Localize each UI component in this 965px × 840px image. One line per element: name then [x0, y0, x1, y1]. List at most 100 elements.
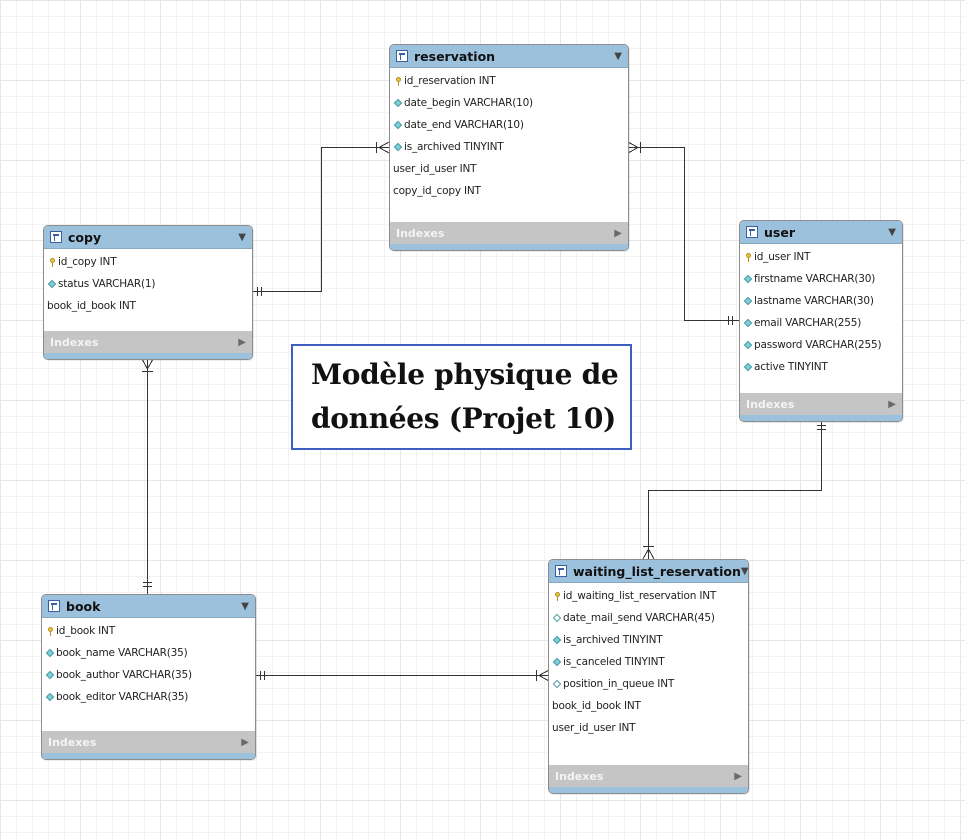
column-row[interactable]: lastname VARCHAR(30) — [740, 290, 902, 312]
column-row[interactable]: book_author VARCHAR(35) — [42, 664, 255, 686]
table-name: reservation — [414, 48, 496, 64]
column-row[interactable]: date_mail_send VARCHAR(45) — [549, 607, 748, 629]
column-row[interactable]: email VARCHAR(255) — [740, 312, 902, 334]
table-name: copy — [68, 229, 102, 245]
column-row[interactable]: active TINYINT — [740, 356, 902, 378]
expand-arrow-icon[interactable]: ▶ — [888, 399, 896, 410]
column-row[interactable]: status VARCHAR(1) — [44, 273, 252, 295]
table-footer — [44, 353, 252, 359]
column-row[interactable]: is_archived TINYINT — [390, 136, 628, 158]
column-label: email VARCHAR(255) — [754, 317, 862, 329]
table-header[interactable]: waiting_list_reservation ▼ — [549, 560, 748, 583]
column-row[interactable]: firstname VARCHAR(30) — [740, 268, 902, 290]
indexes-section[interactable]: Indexes ▶ — [549, 765, 748, 788]
table-reservation[interactable]: reservation ▼ id_reservation INT date_be… — [389, 44, 629, 251]
column-row[interactable]: id_waiting_list_reservation INT — [549, 585, 748, 607]
column-label: user_id_user INT — [393, 163, 477, 175]
collapse-caret-icon[interactable]: ▼ — [614, 50, 622, 62]
expand-arrow-icon[interactable]: ▶ — [238, 337, 246, 348]
column-row[interactable]: copy_id_copy INT — [390, 180, 628, 202]
column-icon — [45, 692, 55, 702]
column-icon — [552, 635, 562, 645]
indexes-section[interactable]: Indexes ▶ — [42, 731, 255, 754]
column-row[interactable]: position_in_queue INT — [549, 673, 748, 695]
nullable-column-icon — [552, 613, 562, 623]
column-label: password VARCHAR(255) — [754, 339, 882, 351]
table-footer — [549, 787, 748, 793]
column-row[interactable]: id_user INT — [740, 246, 902, 268]
table-icon — [555, 565, 567, 577]
column-icon — [45, 648, 55, 658]
column-row[interactable]: is_archived TINYINT — [549, 629, 748, 651]
primary-key-icon — [45, 626, 55, 636]
column-icon — [552, 657, 562, 667]
column-row[interactable]: id_book INT — [42, 620, 255, 642]
column-row[interactable]: password VARCHAR(255) — [740, 334, 902, 356]
expand-arrow-icon[interactable]: ▶ — [614, 228, 622, 239]
indexes-section[interactable]: Indexes ▶ — [44, 331, 252, 354]
expand-arrow-icon[interactable]: ▶ — [734, 771, 742, 782]
column-icon — [743, 362, 753, 372]
column-label: id_reservation INT — [404, 75, 496, 87]
column-label: is_archived TINYINT — [563, 634, 663, 646]
primary-key-icon — [47, 257, 57, 267]
column-label: position_in_queue INT — [563, 678, 675, 690]
column-icon — [743, 274, 753, 284]
column-row[interactable]: book_editor VARCHAR(35) — [42, 686, 255, 708]
primary-key-icon — [393, 76, 403, 86]
indexes-label: Indexes — [48, 736, 97, 749]
column-label: date_mail_send VARCHAR(45) — [563, 612, 715, 624]
diagram-title-box[interactable]: Modèle physique de données (Projet 10) — [291, 344, 632, 450]
column-icon — [393, 98, 403, 108]
column-label: book_editor VARCHAR(35) — [56, 691, 189, 703]
column-row[interactable]: is_canceled TINYINT — [549, 651, 748, 673]
column-row[interactable]: user_id_user INT — [549, 717, 748, 739]
table-header[interactable]: book ▼ — [42, 595, 255, 618]
table-header[interactable]: user ▼ — [740, 221, 902, 244]
column-label: active TINYINT — [754, 361, 828, 373]
primary-key-icon — [552, 591, 562, 601]
indexes-label: Indexes — [746, 398, 795, 411]
column-row[interactable]: date_end VARCHAR(10) — [390, 114, 628, 136]
relationship-user-waiting-list[interactable] — [648, 421, 822, 559]
indexes-section[interactable]: Indexes ▶ — [390, 222, 628, 245]
column-row[interactable]: book_id_book INT — [549, 695, 748, 717]
column-row[interactable]: user_id_user INT — [390, 158, 628, 180]
table-copy[interactable]: copy ▼ id_copy INT status VARCHAR(1) boo… — [43, 225, 253, 360]
collapse-caret-icon[interactable]: ▼ — [740, 565, 749, 577]
table-user[interactable]: user ▼ id_user INT firstname VARCHAR(30)… — [739, 220, 903, 422]
column-label: book_name VARCHAR(35) — [56, 647, 188, 659]
table-header[interactable]: reservation ▼ — [390, 45, 628, 68]
relationship-copy-reservation[interactable] — [253, 147, 389, 292]
column-label: book_id_book INT — [47, 300, 136, 312]
table-name: user — [764, 224, 795, 240]
diagram-title-line-1: Modèle physique de — [311, 358, 619, 391]
collapse-caret-icon[interactable]: ▼ — [888, 226, 896, 238]
column-label: id_book INT — [56, 625, 115, 637]
column-label: date_begin VARCHAR(10) — [404, 97, 533, 109]
collapse-caret-icon[interactable]: ▼ — [238, 231, 246, 243]
column-row[interactable]: book_name VARCHAR(35) — [42, 642, 255, 664]
column-label: user_id_user INT — [552, 722, 636, 734]
table-footer — [740, 415, 902, 421]
primary-key-icon — [743, 252, 753, 262]
column-row[interactable]: id_reservation INT — [390, 70, 628, 92]
many-marker — [648, 548, 655, 560]
table-waiting-list-reservation[interactable]: waiting_list_reservation ▼ id_waiting_li… — [548, 559, 749, 794]
many-marker — [642, 548, 649, 560]
expand-arrow-icon[interactable]: ▶ — [241, 737, 249, 748]
relationship-user-reservation[interactable] — [628, 147, 739, 321]
table-header[interactable]: copy ▼ — [44, 226, 252, 249]
column-row[interactable]: book_id_book INT — [44, 295, 252, 317]
collapse-caret-icon[interactable]: ▼ — [241, 600, 249, 612]
indexes-section[interactable]: Indexes ▶ — [740, 393, 902, 416]
column-row[interactable]: date_begin VARCHAR(10) — [390, 92, 628, 114]
table-book[interactable]: book ▼ id_book INT book_name VARCHAR(35)… — [41, 594, 256, 760]
column-icon — [47, 279, 57, 289]
column-label: lastname VARCHAR(30) — [754, 295, 874, 307]
column-row[interactable]: id_copy INT — [44, 251, 252, 273]
column-label: is_canceled TINYINT — [563, 656, 665, 668]
column-icon — [743, 296, 753, 306]
indexes-label: Indexes — [50, 336, 99, 349]
